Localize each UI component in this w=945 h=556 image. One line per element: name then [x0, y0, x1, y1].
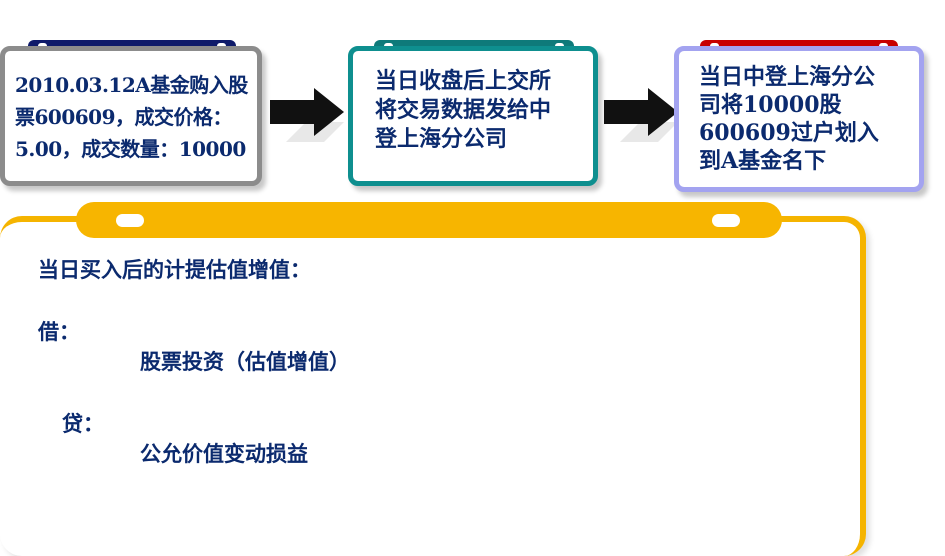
journal-panel [0, 216, 866, 556]
credit-label: 贷： [62, 411, 104, 436]
debit-account: 股票投资（估值增值） [140, 349, 350, 374]
step2-text: 当日收盘后上交所将交易数据发给中登上海分公司 [375, 68, 552, 152]
step1-box: 2010.03.12A基金购入股票600609，成交价格：5.00，成交数量：1… [0, 46, 262, 186]
arrow-right-icon [270, 88, 344, 142]
step3-box: 当日中登上海分公司将10000股600609过户划入到A基金名下 [674, 46, 924, 192]
step2-box: 当日收盘后上交所将交易数据发给中登上海分公司 [348, 46, 598, 186]
step1-text: 2010.03.12A基金购入股票600609，成交价格：5.00，成交数量：1… [15, 73, 248, 161]
journal-panel-tab [76, 202, 782, 238]
credit-account: 公允价值变动损益 [140, 441, 308, 466]
panel-heading: 当日买入后的计提估值增值： [38, 257, 311, 282]
arrow-right-icon [604, 88, 678, 142]
step3-text: 当日中登上海分公司将10000股600609过户划入到A基金名下 [699, 64, 879, 174]
debit-label: 借： [38, 319, 80, 344]
